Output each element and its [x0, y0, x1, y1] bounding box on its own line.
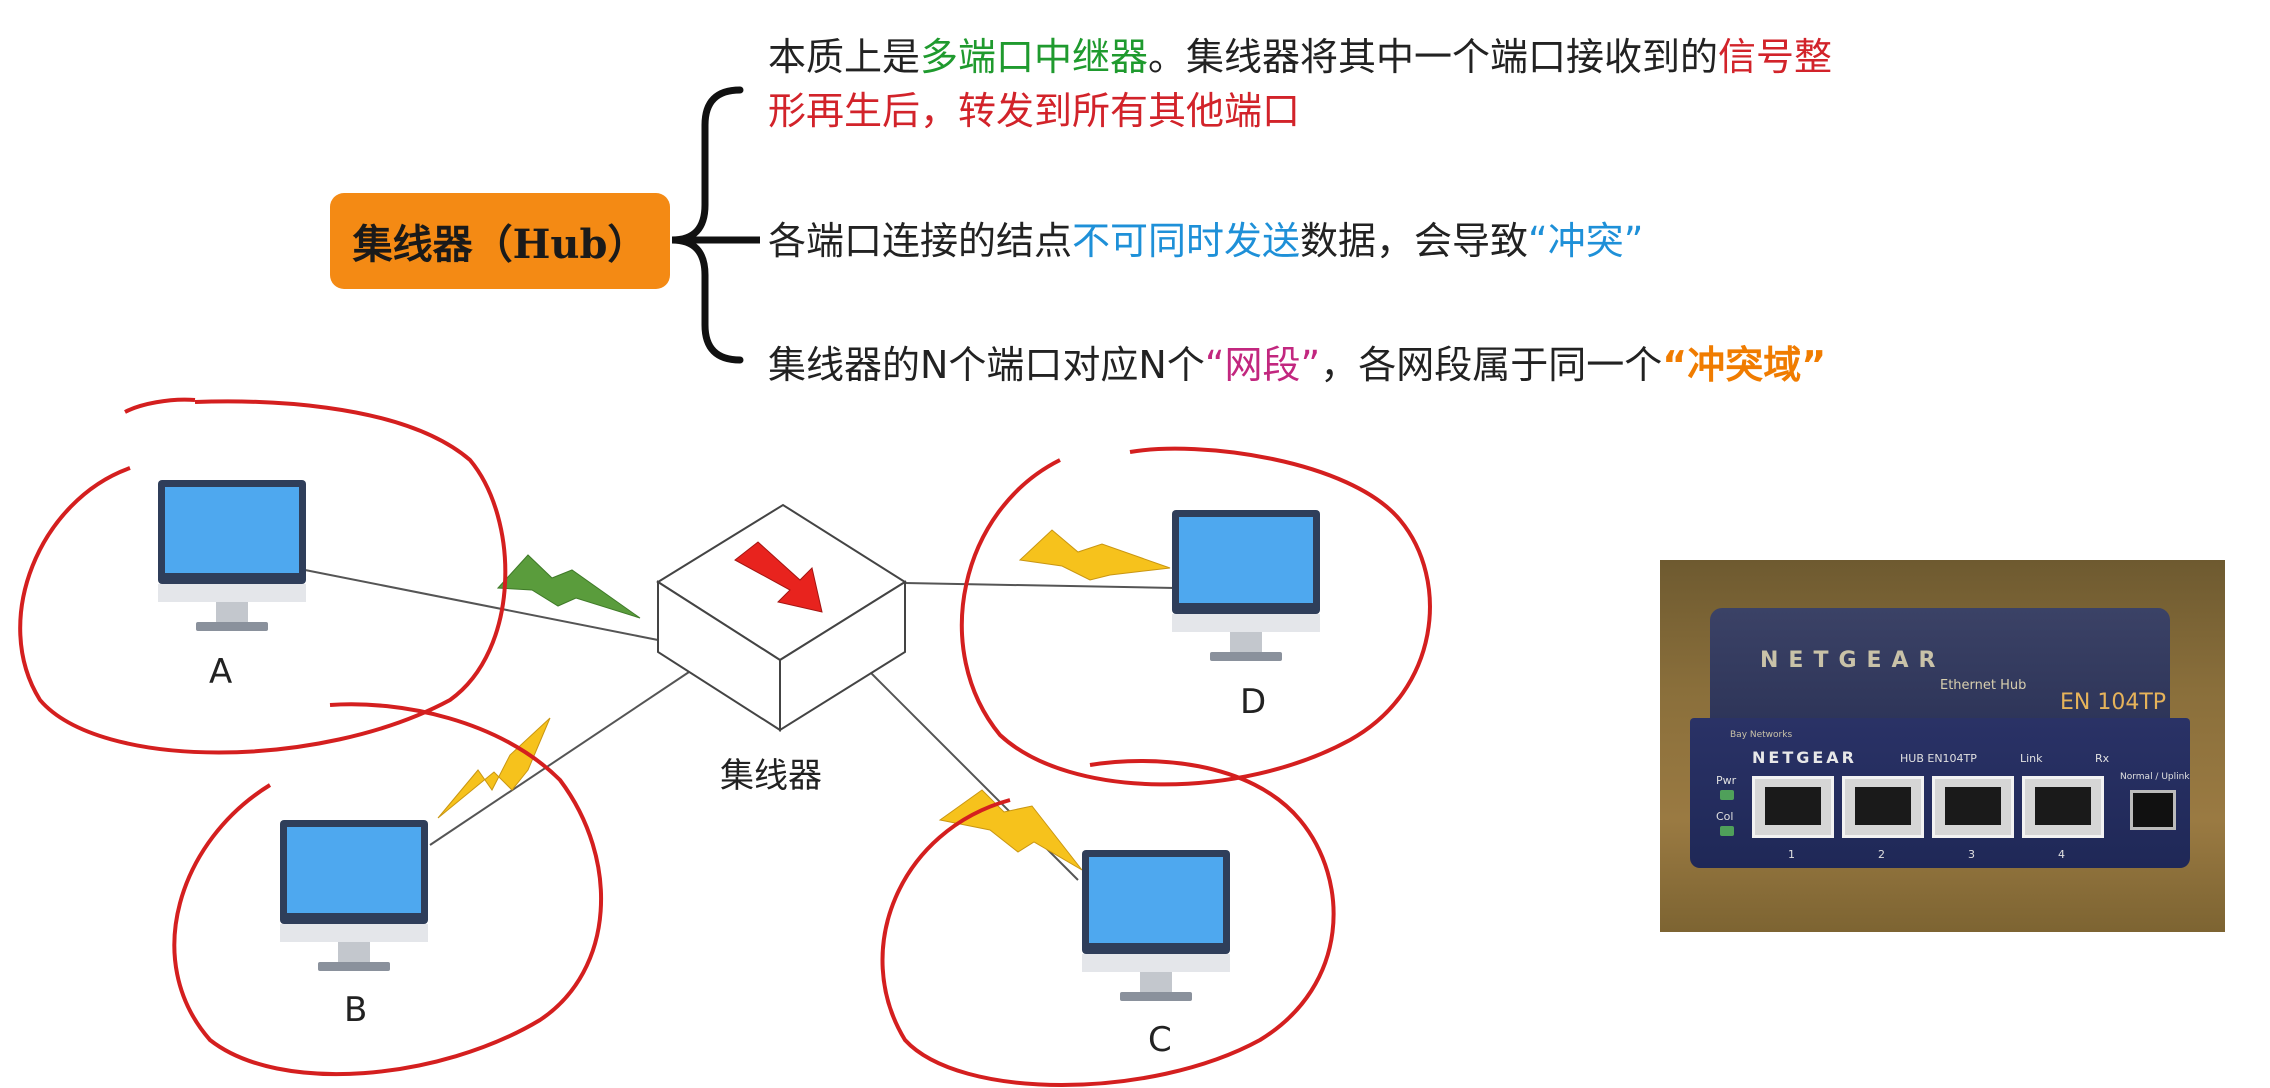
- monitor-part: [165, 487, 299, 573]
- point-2-segments-segment: 数据，会导致: [1300, 219, 1529, 263]
- link-a-hub: [304, 569, 659, 641]
- col-led: [1720, 826, 1734, 836]
- collision-circle-a-stroke2: [124, 397, 196, 414]
- photo-link-label: Link: [2020, 752, 2043, 765]
- collision-circle-c: [880, 758, 1336, 1087]
- computer-icon-c: [1082, 850, 1230, 1001]
- point-2-segments-segment: 不可同时发送: [1072, 219, 1301, 263]
- monitor-part: [1230, 632, 1262, 652]
- point-3-segments-segment: ，各网段属于同一个: [1320, 343, 1663, 387]
- link-d-hub: [904, 582, 1176, 589]
- node-label-b: B: [344, 990, 368, 1030]
- monitor-part: [338, 942, 370, 962]
- hub-top-panel: [1710, 608, 2170, 728]
- point-1-segments-segment: 多端口中继器: [920, 35, 1149, 79]
- point-1-segments_line2: 形再生后，转发到所有其他端口: [768, 84, 1832, 138]
- monitor-part: [1089, 857, 1223, 943]
- photo-col-label: Col: [1716, 810, 1734, 823]
- monitor-part: [1210, 652, 1282, 661]
- monitor-part: [280, 924, 428, 942]
- monitor-part: [196, 622, 268, 631]
- hub-device: NETGEAR Ethernet Hub EN 104TP Bay Networ…: [1690, 608, 2190, 878]
- hub-center-label: 集线器: [720, 756, 822, 796]
- point-3-segments: 集线器的N个端口对应N个“网段”，各网段属于同一个“冲突域”: [768, 338, 1826, 392]
- photo-brand: NETGEAR: [1760, 648, 1946, 673]
- collision-circle-b: [172, 702, 604, 1077]
- photo-maker: Bay Networks: [1730, 730, 1793, 740]
- node-label-c: C: [1148, 1020, 1172, 1060]
- monitor-part: [1172, 614, 1320, 632]
- hub-cube: [656, 503, 907, 732]
- point-3-segments-segment: “冲突域”: [1662, 343, 1827, 387]
- link-b-hub: [429, 667, 696, 846]
- pwr-led: [1720, 790, 1734, 800]
- uplink-switch: [2130, 790, 2176, 830]
- monitor-part: [318, 962, 390, 971]
- ethernet-port-1: [1752, 776, 1834, 838]
- point-3-segments-segment: 集线器的N个端口对应N个: [768, 343, 1205, 387]
- monitor-part: [216, 602, 248, 622]
- lightning-bolt-yellow-b-icon: [437, 717, 551, 819]
- point-1: 本质上是多端口中继器。集线器将其中一个端口接收到的信号整形再生后，转发到所有其他…: [768, 30, 1832, 138]
- point-1-segments-segment: 信号整: [1718, 35, 1833, 79]
- lightning-bolt-yellow-d-icon: [1018, 529, 1171, 581]
- port-number-1: 1: [1788, 848, 1795, 861]
- point-3: 集线器的N个端口对应N个“网段”，各网段属于同一个“冲突域”: [768, 338, 1826, 392]
- port-number-2: 2: [1878, 848, 1885, 861]
- point-1-segments-segment: 。集线器将其中一个端口接收到的: [1148, 35, 1719, 79]
- point-2-segments: 各端口连接的结点不可同时发送数据，会导致“冲突”: [768, 214, 1643, 268]
- point-2-segments-segment: “冲突”: [1528, 219, 1644, 263]
- hub-title: 集线器（Hub）: [352, 221, 648, 268]
- photo-rx-label: Rx: [2095, 752, 2110, 765]
- monitor-part: [1120, 992, 1192, 1001]
- collision-circle-a: [18, 399, 508, 755]
- point-3-segments-segment: “网段”: [1204, 343, 1321, 387]
- photo-model-code: EN 104TP: [2060, 690, 2167, 715]
- point-1-segments_line2-segment: 形再生后，转发到所有其他端口: [768, 89, 1301, 133]
- monitor-part: [158, 584, 306, 602]
- node-label-a: A: [209, 652, 233, 692]
- ethernet-port-2: [1842, 776, 1924, 838]
- photo-pwr-label: Pwr: [1716, 774, 1737, 787]
- hub-title-box: 集线器（Hub）: [330, 193, 670, 289]
- monitor-part: [1140, 972, 1172, 992]
- photo-switch-label: Normal / Uplink: [2120, 772, 2190, 782]
- collision-circle-d: [959, 446, 1432, 787]
- lightning-bolt-green-icon: [496, 554, 641, 619]
- monitor-part: [1082, 954, 1230, 972]
- lightning-bolt-yellow-c-icon: [938, 789, 1083, 871]
- photo-front-model: HUB EN104TP: [1900, 752, 1977, 765]
- monitor-part: [287, 827, 421, 913]
- point-1-segments-segment: 本质上是: [768, 35, 921, 79]
- ethernet-port-4: [2022, 776, 2104, 838]
- bracket: [671, 86, 744, 364]
- point-1-segments: 本质上是多端口中继器。集线器将其中一个端口接收到的信号整: [768, 30, 1832, 84]
- point-2: 各端口连接的结点不可同时发送数据，会导致“冲突”: [768, 214, 1643, 268]
- photo-front-brand: NETGEAR: [1752, 748, 1857, 767]
- port-number-4: 4: [2058, 848, 2065, 861]
- monitor-part: [1179, 517, 1313, 603]
- photo-model-text: Ethernet Hub: [1940, 678, 2027, 693]
- port-number-3: 3: [1968, 848, 1975, 861]
- hub-arrow-icon: [734, 541, 823, 613]
- computer-icon-a: [158, 480, 306, 631]
- computer-icon-b: [280, 820, 428, 971]
- node-label-d: D: [1240, 682, 1267, 722]
- ethernet-port-3: [1932, 776, 2014, 838]
- computer-icon-d: [1172, 510, 1320, 661]
- point-2-segments-segment: 各端口连接的结点: [768, 219, 1073, 263]
- hub-photo: NETGEAR Ethernet Hub EN 104TP Bay Networ…: [1660, 560, 2225, 932]
